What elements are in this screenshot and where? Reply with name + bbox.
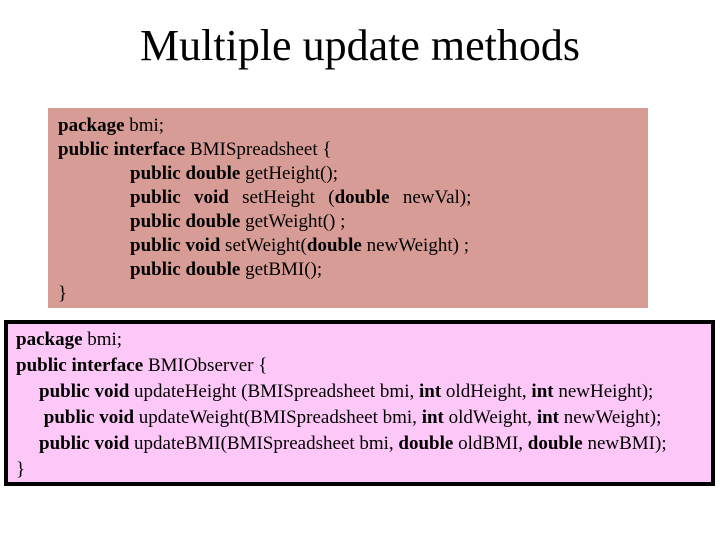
code-keyword: public void (39, 381, 130, 402)
code-keyword: double (306, 235, 362, 256)
code-line: } (16, 457, 703, 483)
code-keyword: int (536, 407, 559, 428)
code-text: newBMI); (582, 433, 667, 454)
code-box-bmiobserver: package bmi;public interface BMIObserver… (4, 320, 715, 486)
code-text: bmi; (124, 115, 165, 136)
code-text: bmi; (82, 329, 123, 350)
code-text: getBMI(); (240, 259, 323, 280)
slide-title: Multiple update methods (140, 21, 580, 70)
code-line: } (58, 282, 638, 306)
code-line: public interface BMISpreadsheet { (58, 138, 638, 162)
code-text: newWeight) ; (361, 235, 469, 256)
code-text: updateBMI(BMISpreadsheet bmi, (129, 433, 399, 454)
code-line: public interface BMIObserver { (16, 353, 703, 379)
code-line: public double getHeight(); (58, 162, 638, 186)
code-box-bmispreadsheet: package bmi;public interface BMISpreadsh… (48, 108, 648, 308)
code-text: newHeight); (553, 381, 654, 402)
code-text: oldHeight, (441, 381, 532, 402)
code-keyword: public double (130, 211, 241, 232)
code-text: getHeight(); (240, 163, 338, 184)
code-keyword: public double (130, 163, 241, 184)
code-line: public void updateBMI(BMISpreadsheet bmi… (16, 431, 703, 457)
code-text: setWeight( (220, 235, 307, 256)
code-text: oldWeight, (443, 407, 537, 428)
code-keyword: double (398, 433, 454, 454)
code-keyword: int (418, 381, 442, 402)
code-keyword: public interface (16, 355, 144, 376)
code-keyword: public double (130, 259, 241, 280)
code-text: } (16, 459, 26, 480)
code-keyword: package (58, 115, 125, 136)
code-keyword: int (531, 381, 554, 402)
code-line: public void setHeight (double newVal); (58, 186, 638, 210)
code-text: BMISpreadsheet { (185, 139, 332, 160)
code-line: public double getWeight() ; (58, 210, 638, 234)
code-keyword: public void (43, 407, 135, 428)
code-line: public void setWeight(double newWeight) … (58, 234, 638, 258)
code-text: } (58, 283, 68, 304)
code-text: updateWeight(BMISpreadsheet bmi, (134, 407, 422, 428)
code-text: setHeight ( (228, 187, 335, 208)
code-text: oldBMI, (453, 433, 528, 454)
code-line: package bmi; (58, 114, 638, 138)
code-text: BMIObserver { (143, 355, 268, 376)
code-keyword: public void (39, 433, 130, 454)
code-keyword: public interface (58, 139, 186, 160)
code-keyword: public void (130, 235, 221, 256)
code-keyword: double (527, 433, 583, 454)
code-keyword: package (16, 329, 83, 350)
code-line: public void updateWeight(BMISpreadsheet … (16, 405, 703, 431)
code-text: newVal); (389, 187, 472, 208)
code-text: getWeight() ; (240, 211, 346, 232)
code-keyword: public void (130, 187, 229, 208)
code-line: public void updateHeight (BMISpreadsheet… (16, 379, 703, 405)
code-keyword: int (421, 407, 444, 428)
code-text: updateHeight (BMISpreadsheet bmi, (129, 381, 419, 402)
code-line: package bmi; (16, 327, 703, 353)
code-text: newWeight); (559, 407, 662, 428)
code-keyword: double (334, 187, 390, 208)
code-line: public double getBMI(); (58, 258, 638, 282)
